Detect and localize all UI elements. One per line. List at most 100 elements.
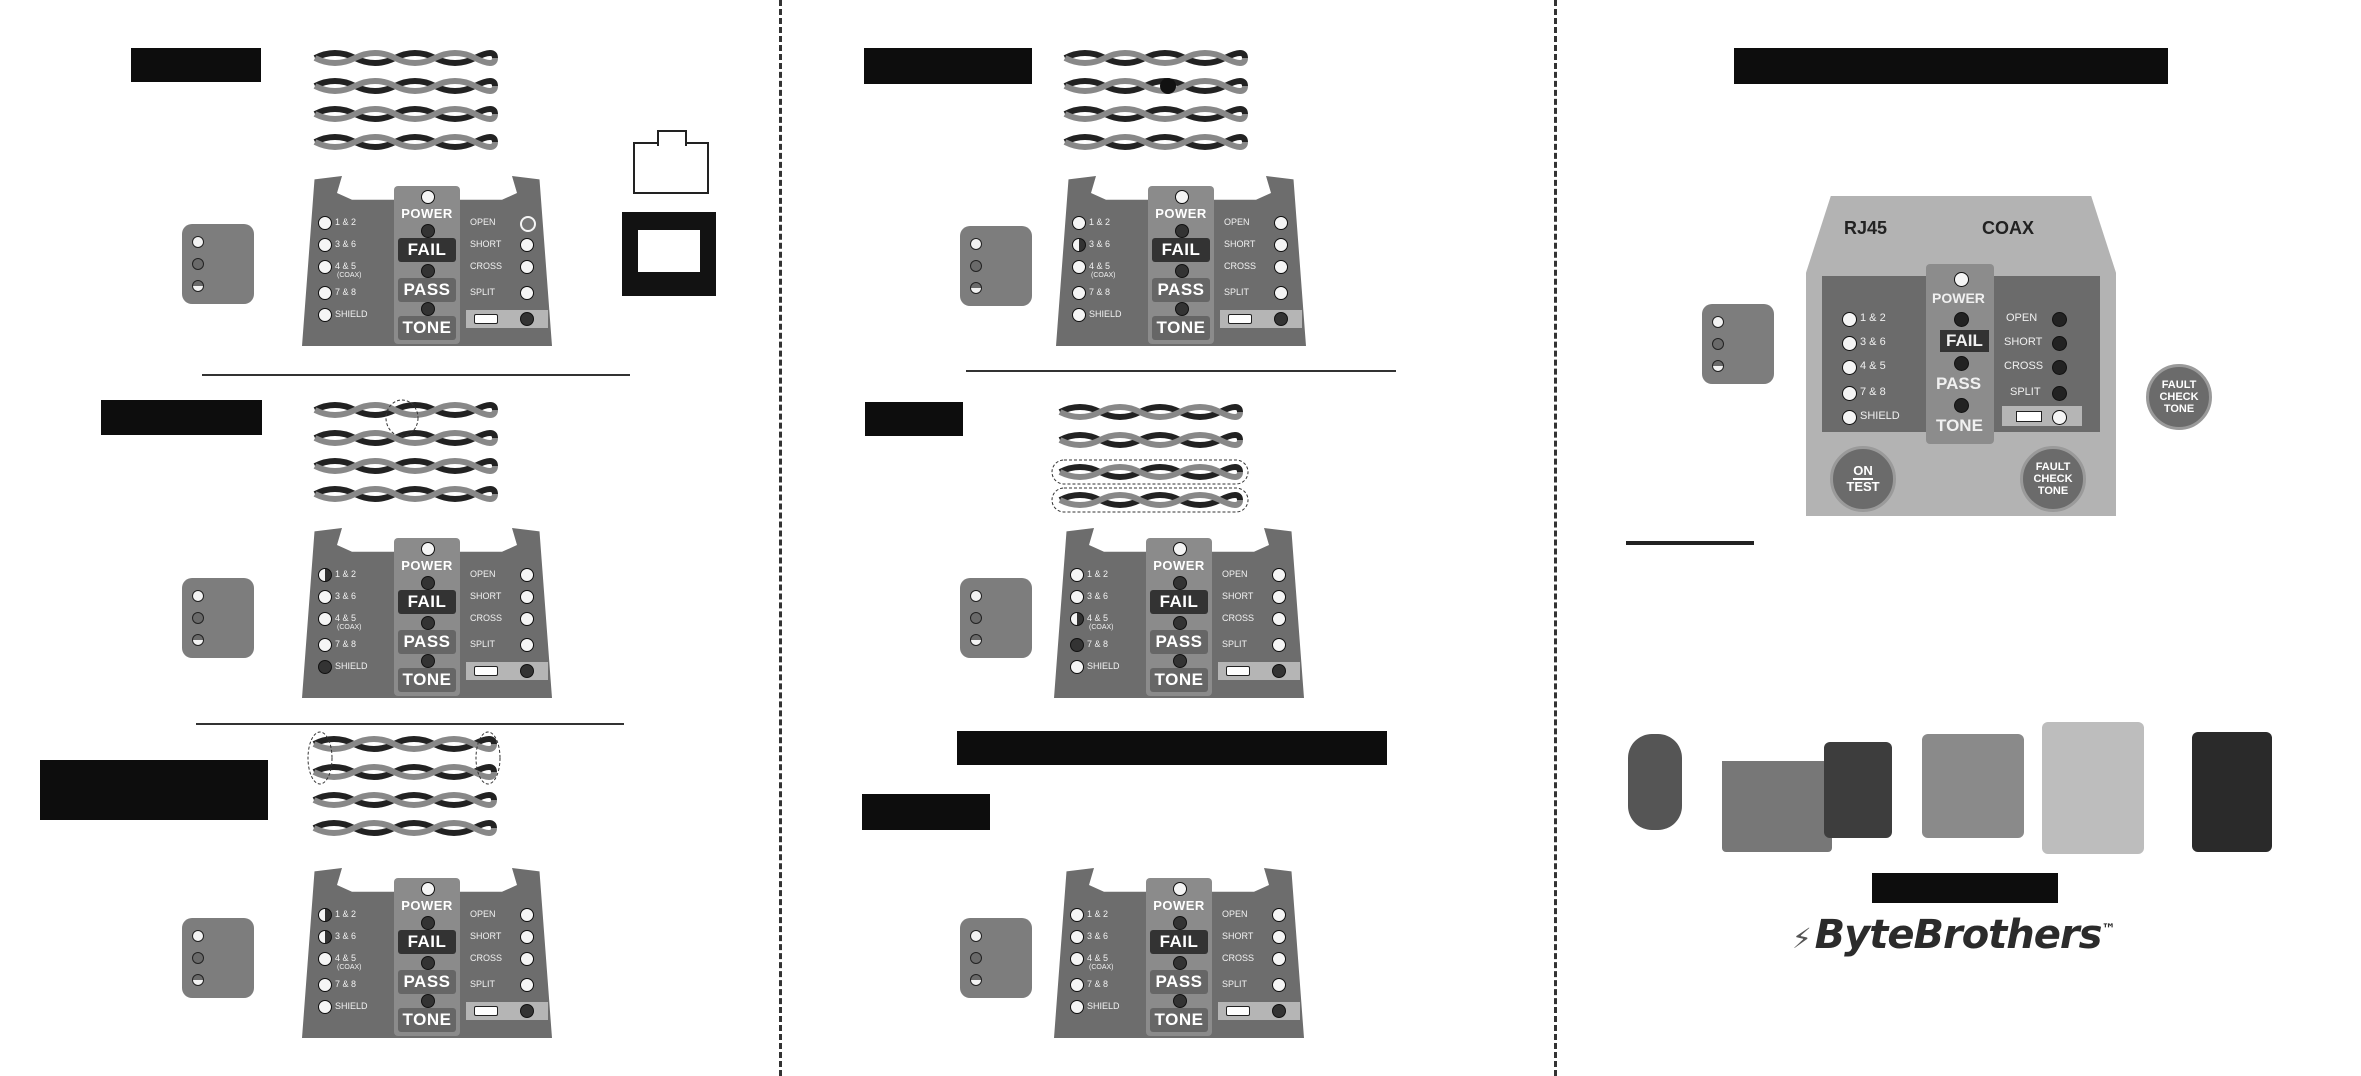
twisted-pair-cable-diagram [1063,50,1248,150]
fail-label: FAIL [1152,238,1210,262]
product-image-field-kit [2042,722,2144,854]
power-led [1173,542,1187,556]
pass-label: PASS [398,278,456,302]
twisted-pair-cable-diagram [313,399,498,502]
tone-label: TONE [1152,316,1210,340]
fail-label: FAIL [1940,330,1989,352]
pair-led [318,660,332,674]
pair-label: 3 & 6 [1087,931,1109,941]
redacted-heading [865,402,963,436]
pair-label: SHIELD [1089,309,1122,319]
tone-label: TONE [398,1008,456,1032]
pair-led [318,952,332,966]
pair-7-8-led [1842,386,1857,401]
pair-label: 7 & 8 [1087,979,1109,989]
fail-label: FAIL [398,590,456,614]
redacted-heading [40,760,268,820]
fault-led [520,638,534,652]
on-test-button[interactable]: ON TEST [1830,446,1896,512]
fault-label: CROSS [1222,953,1255,963]
coax-sub-label: (COAX) [337,964,362,971]
tone-label: TONE [1150,668,1208,692]
pair-led [1070,590,1084,604]
redacted-heading [862,794,990,830]
power-led [1173,882,1187,896]
pass-label: PASS [1152,278,1210,302]
product-image-handheld-device [2192,732,2272,852]
fail-label: FAIL [398,238,456,262]
product-image-lcd-panel [1922,734,2024,838]
pair-1-2-label: 1 & 2 [1860,312,1886,324]
fault-check-tone-button-callout[interactable]: FAULT CHECK TONE [2146,364,2212,430]
fault-led [1272,590,1286,604]
coax-port-label: COAX [1982,218,2035,238]
pass-led [421,616,435,630]
pair-3-6-led [1842,336,1857,351]
pair-led [1072,260,1086,274]
pair-3-6-label: 3 & 6 [1860,336,1886,348]
power-led [421,190,435,204]
pair-label: 1 & 2 [1089,217,1111,227]
short-label: SHORT [2004,336,2043,348]
pair-led [318,238,332,252]
pass-led [1175,264,1189,278]
power-label: POWER [401,558,453,573]
fault-label: SPLIT [1222,979,1248,989]
pass-led [421,264,435,278]
pair-label: SHIELD [335,661,368,671]
pair-label: 1 & 2 [335,217,357,227]
fail-label: FAIL [1150,930,1208,954]
product-image-tester [1628,734,1682,830]
pass-led [1954,356,1969,371]
pass-label: PASS [1150,630,1208,654]
fault-label: OPEN [470,569,496,579]
battery-icon [474,314,498,324]
pair-label: 4 & 5 [335,261,357,271]
pair-7-8-label: 7 & 8 [1860,386,1886,398]
pair-led [1070,660,1084,674]
power-led [421,882,435,896]
fault-check-tone-button[interactable]: FAULT CHECK TONE [2020,446,2086,512]
tone-led [1175,302,1189,316]
power-label: POWER [1932,290,1985,306]
short-led [2052,336,2067,351]
pair-led [318,930,332,944]
led-legend-card [182,224,254,304]
battery-led [520,664,534,678]
pair-label: 3 & 6 [335,591,357,601]
led-legend-card [182,918,254,998]
pair-led [1072,216,1086,230]
split-led [2052,386,2067,401]
led-legend-card [960,226,1032,306]
fault-led [1272,908,1286,922]
power-led [421,542,435,556]
fault-label: OPEN [1222,909,1248,919]
pair-label: 7 & 8 [335,979,357,989]
pair-4-5-led [1842,360,1857,375]
pair-led [1070,978,1084,992]
shield-led [1842,410,1857,425]
power-label: POWER [1155,206,1207,221]
fault-led [1272,978,1286,992]
redacted-heading [101,400,262,435]
battery-led [520,312,534,326]
pair-led [1070,568,1084,582]
tone-label: TONE [1936,416,1983,435]
pair-label: 3 & 6 [335,931,357,941]
fault-label: OPEN [1222,569,1248,579]
pair-label: 4 & 5 [335,613,357,623]
fault-label: OPEN [470,909,496,919]
pair-label: SHIELD [335,1001,368,1011]
fault-led [520,952,534,966]
fault-led [520,260,534,274]
pair-led [318,612,332,626]
led-legend-card [182,578,254,658]
battery-led [520,1004,534,1018]
battery-icon [474,666,498,676]
power-label: POWER [1153,558,1205,573]
fault-led [520,286,534,300]
